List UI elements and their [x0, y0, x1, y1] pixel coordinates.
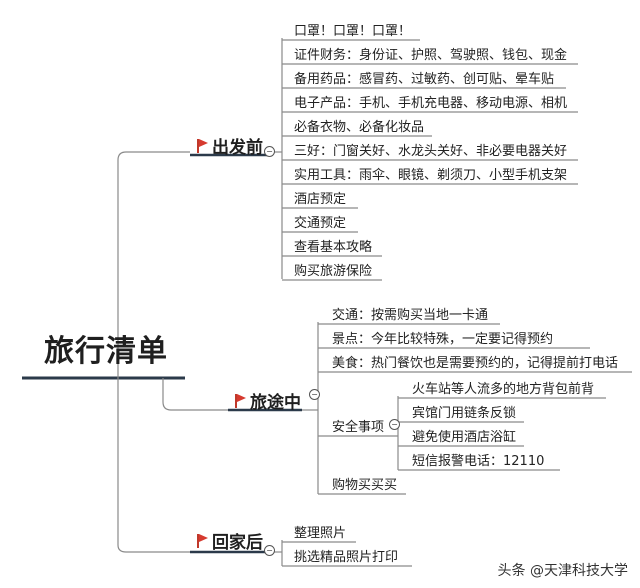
flag-icon [196, 138, 208, 153]
leaf-node[interactable]: 必备衣物、必备化妆品 [294, 120, 425, 135]
collapse-toggle-icon[interactable]: − [389, 419, 400, 430]
leaf-node[interactable]: 美食：热门餐饮也是需要预约的，记得提前打电话 [332, 356, 619, 371]
leaf-node[interactable]: 三好：门窗关好、水龙头关好、非必要电器关好 [294, 144, 568, 159]
flag-icon [196, 533, 208, 548]
leaf-node[interactable]: 电子产品：手机、手机充电器、移动电源、相机 [294, 96, 568, 111]
collapse-toggle-icon[interactable]: − [264, 545, 275, 556]
watermark: 头条 @天津科技大学 [497, 563, 628, 579]
flag-icon [234, 393, 246, 408]
leaf-node[interactable]: 挑选精品照片打印 [294, 550, 399, 565]
leaf-node[interactable]: 整理照片 [294, 526, 347, 541]
leaf-node-safety[interactable]: 安全事项 [332, 420, 385, 435]
leaf-node[interactable]: 交通预定 [294, 216, 347, 231]
leaf-node[interactable]: 口罩！口罩！口罩！ [294, 24, 412, 39]
collapse-toggle-icon[interactable]: − [264, 146, 275, 157]
leaf-node[interactable]: 购买旅游保险 [294, 264, 373, 279]
root-node: 旅行清单 [44, 334, 168, 369]
branch-before[interactable]: 出发前 [196, 133, 263, 158]
branch-during-label: 旅途中 [250, 393, 301, 413]
leaf-node[interactable]: 证件财务：身份证、护照、驾驶照、钱包、现金 [294, 48, 568, 63]
branch-after[interactable]: 回家后 [196, 528, 263, 553]
leaf-node[interactable]: 交通：按需购买当地一卡通 [332, 308, 489, 323]
leaf-node[interactable]: 实用工具：雨伞、眼镜、剃须刀、小型手机支架 [294, 168, 568, 183]
collapse-toggle-icon[interactable]: − [309, 389, 320, 400]
sub-leaf-node[interactable]: 短信报警电话：12110 [412, 454, 545, 469]
sub-leaf-node[interactable]: 避免使用酒店浴缸 [412, 430, 517, 445]
branch-before-label: 出发前 [212, 138, 263, 158]
sub-leaf-node[interactable]: 宾馆门用链条反锁 [412, 406, 517, 421]
branch-after-label: 回家后 [212, 533, 263, 553]
leaf-node[interactable]: 购物买买买 [332, 478, 398, 493]
leaf-node[interactable]: 景点：今年比较特殊，一定要记得预约 [332, 332, 554, 347]
leaf-node[interactable]: 备用药品：感冒药、过敏药、创可贴、晕车贴 [294, 72, 555, 87]
sub-leaf-node[interactable]: 火车站等人流多的地方背包前背 [412, 382, 595, 397]
leaf-node[interactable]: 查看基本攻略 [294, 240, 373, 255]
leaf-node[interactable]: 酒店预定 [294, 192, 347, 207]
branch-during[interactable]: 旅途中 [234, 388, 301, 413]
